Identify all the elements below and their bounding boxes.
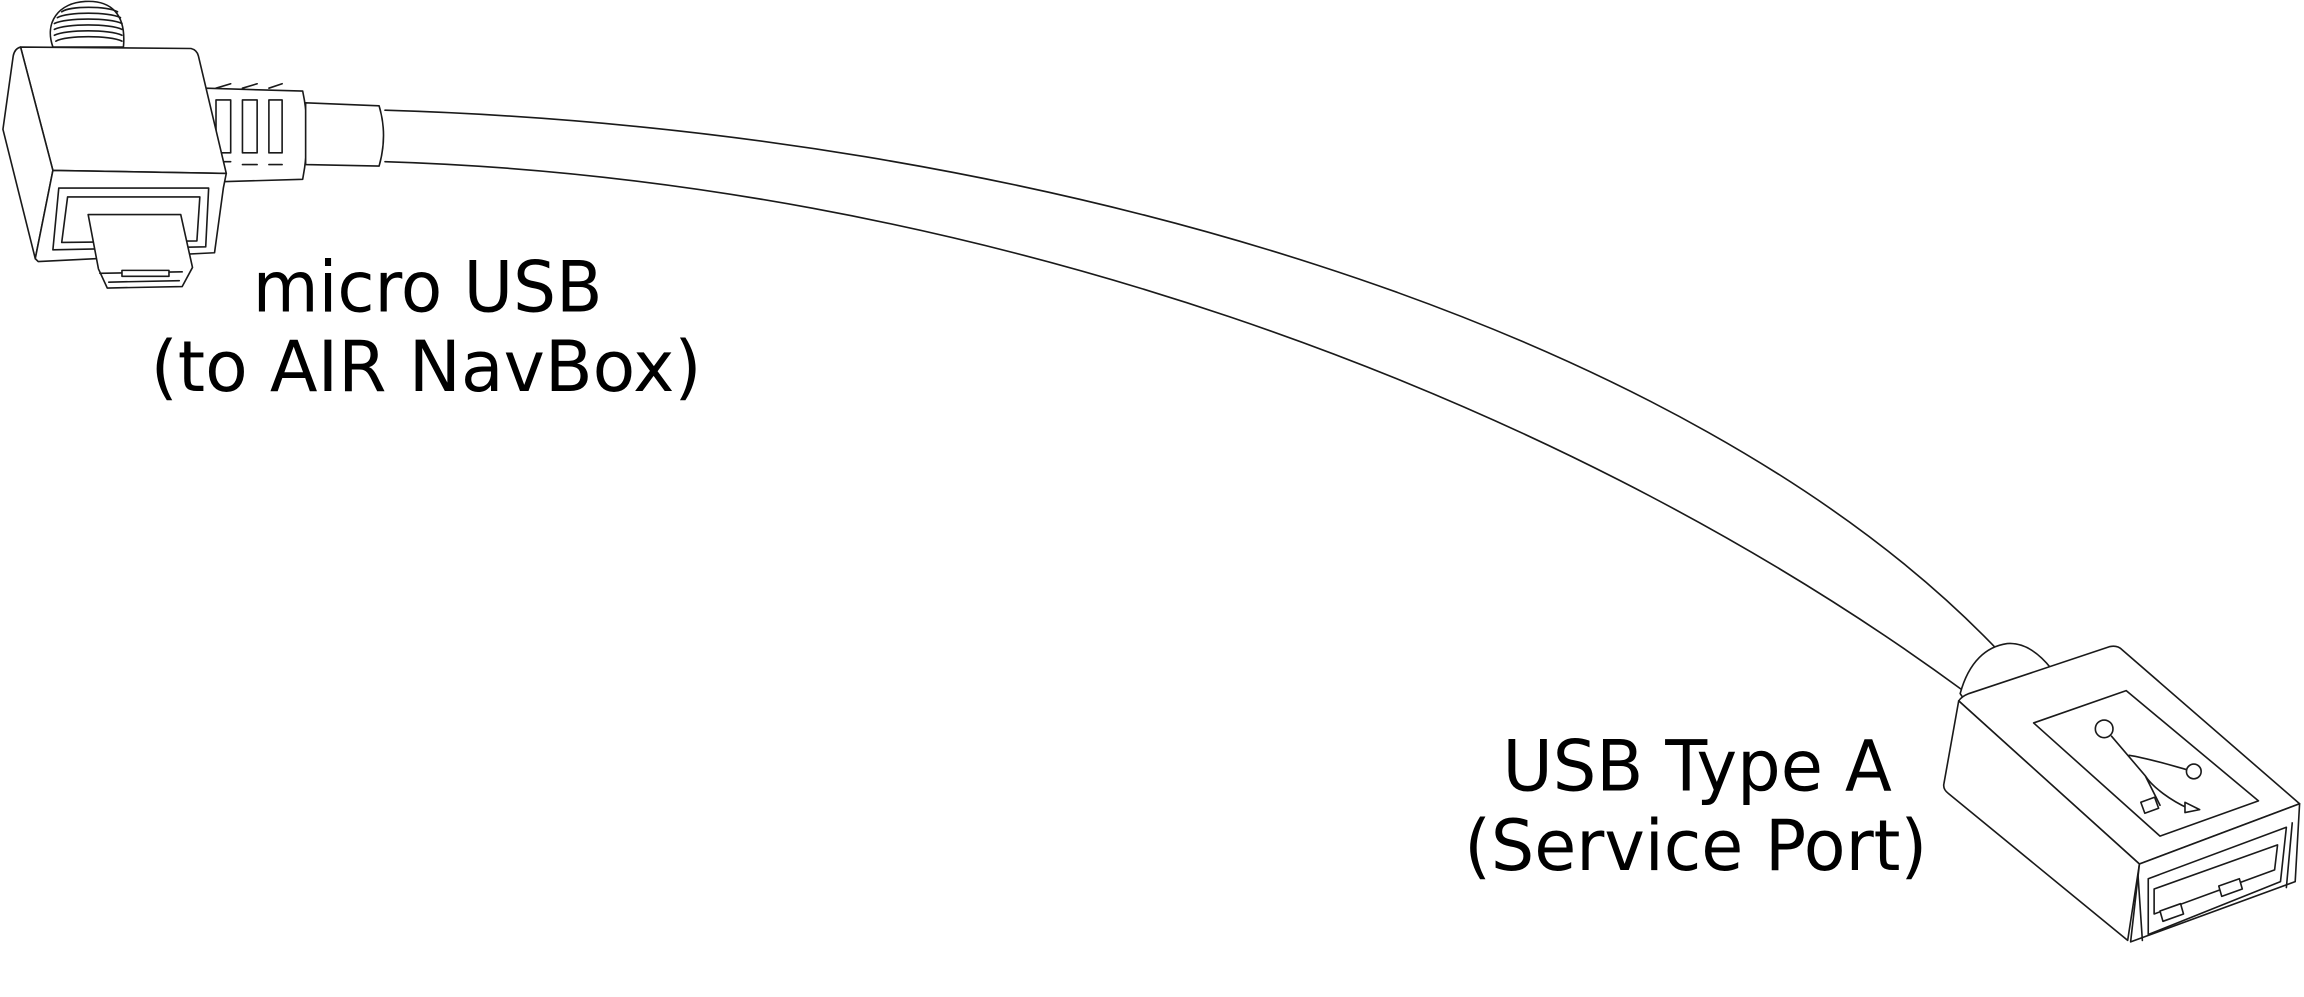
micro-usb-sublabel: (to AIR NavBox)	[151, 326, 702, 408]
micro-usb-connector	[2, 0, 385, 289]
cable	[384, 109, 2003, 692]
usb-type-a-connector	[1942, 642, 2301, 943]
spring-coil	[49, 0, 125, 48]
usb-port-opening	[2137, 822, 2294, 942]
usb-trident-logo-icon	[2094, 719, 2202, 815]
usb-type-a-sublabel: (Service Port)	[1464, 805, 1927, 887]
usb-type-a-label: USB Type A	[1502, 726, 1891, 808]
micro-usb-label: micro USB	[253, 247, 603, 329]
micro-usb-plug	[87, 213, 194, 289]
